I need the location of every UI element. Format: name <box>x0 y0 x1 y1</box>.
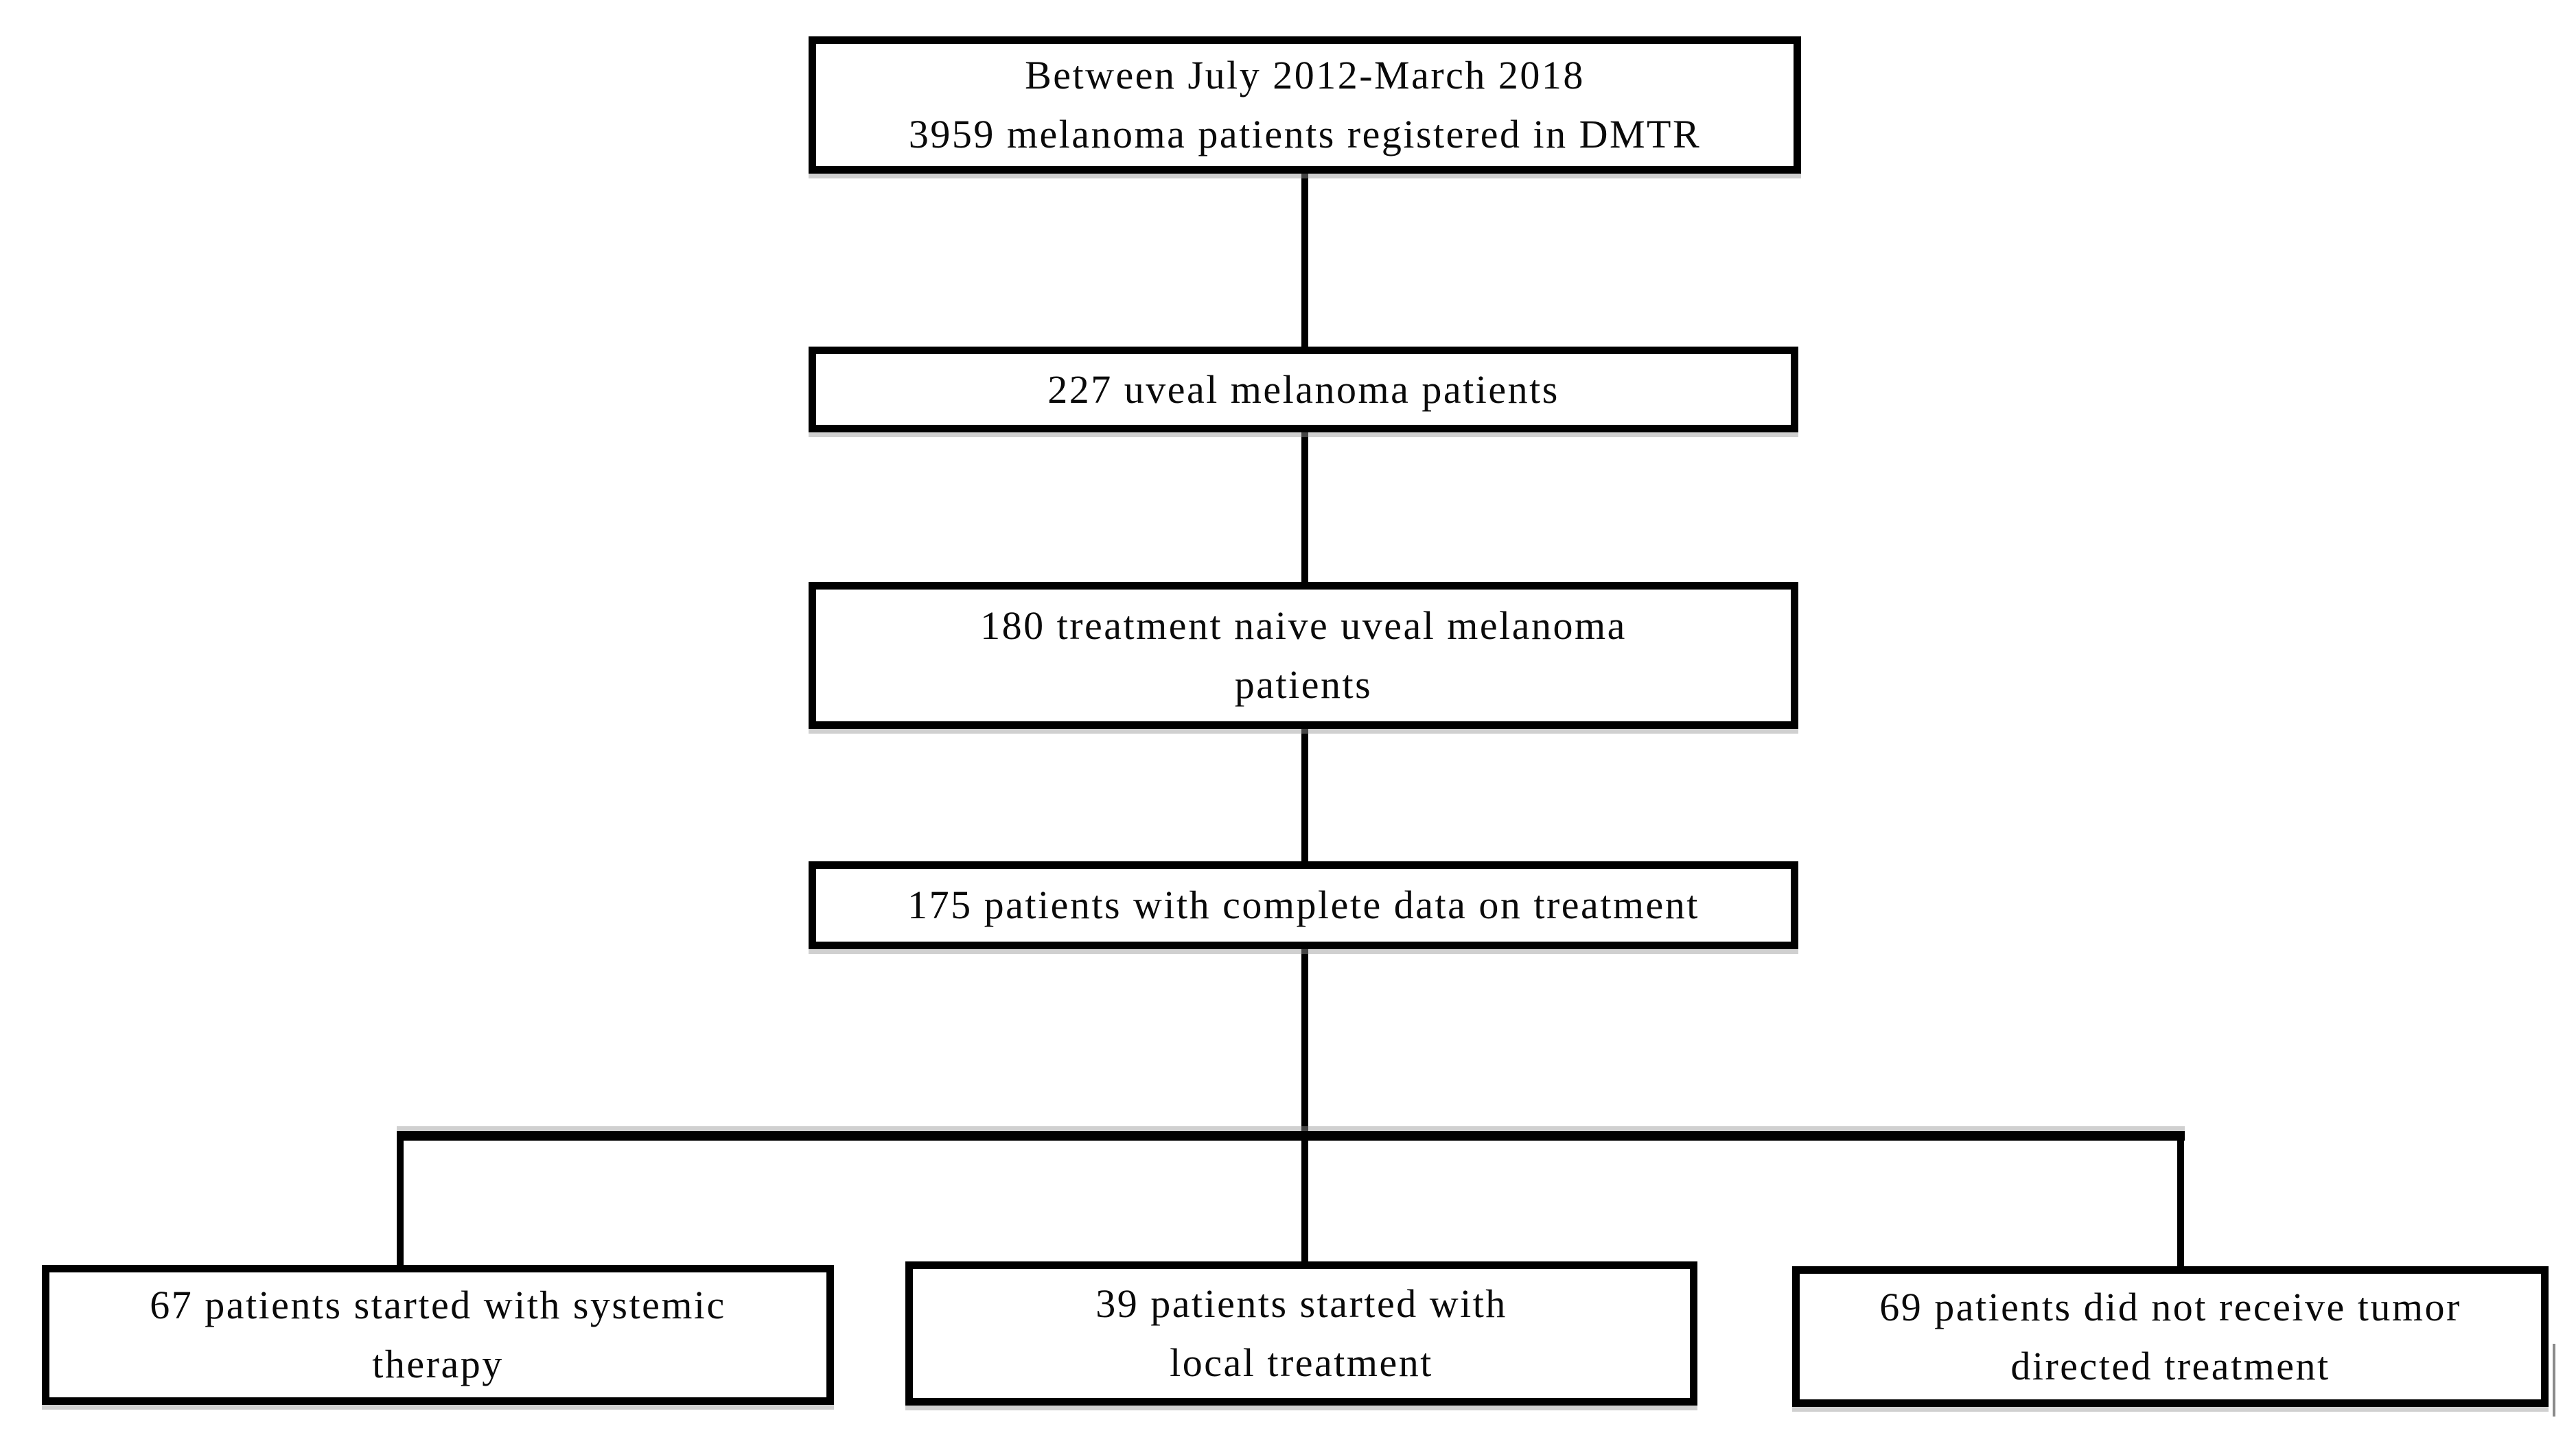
connector-drop-none <box>2177 1131 2184 1268</box>
connector-uveal-to-naive <box>1301 432 1308 582</box>
flow-box-line: 69 patients did not receive tumor <box>1879 1284 2461 1329</box>
flow-box-uveal: 227 uveal melanoma patients <box>809 347 1798 432</box>
connector-drop-local <box>1301 1131 1308 1263</box>
flow-box-none: 69 patients did not receive tumor direct… <box>1792 1266 2549 1407</box>
flow-box-line: directed treatment <box>2010 1343 2330 1388</box>
connector-complete-stem <box>1301 949 1308 1136</box>
flow-box-line: therapy <box>372 1342 504 1386</box>
scan-artifact-line <box>2553 1344 2555 1417</box>
flow-box-registered: Between July 2012-March 2018 3959 melano… <box>809 36 1801 174</box>
flow-box-complete: 175 patients with complete data on treat… <box>809 861 1798 949</box>
connector-naive-to-complete <box>1301 729 1308 861</box>
flow-box-line: Between July 2012-March 2018 <box>1025 53 1585 97</box>
flow-box-line: local treatment <box>1170 1340 1433 1385</box>
flow-box-line: 3959 melanoma patients registered in DMT… <box>908 112 1702 156</box>
connector-branch-horizontal <box>397 1131 2185 1141</box>
flow-box-line: 175 patients with complete data on treat… <box>907 883 1699 927</box>
flow-box-systemic: 67 patients started with systemic therap… <box>42 1265 834 1405</box>
flow-box-line: patients <box>1234 662 1373 707</box>
connector-registered-to-uveal <box>1301 174 1308 347</box>
flow-box-local: 39 patients started with local treatment <box>905 1261 1697 1406</box>
connector-drop-systemic <box>397 1131 404 1266</box>
flow-box-naive: 180 treatment naive uveal melanoma patie… <box>809 582 1798 729</box>
flow-box-line: 227 uveal melanoma patients <box>1047 366 1559 412</box>
flow-box-line: 180 treatment naive uveal melanoma <box>980 603 1627 648</box>
flow-box-line: 39 patients started with <box>1095 1281 1507 1326</box>
flow-box-line: 67 patients started with systemic <box>150 1283 726 1327</box>
